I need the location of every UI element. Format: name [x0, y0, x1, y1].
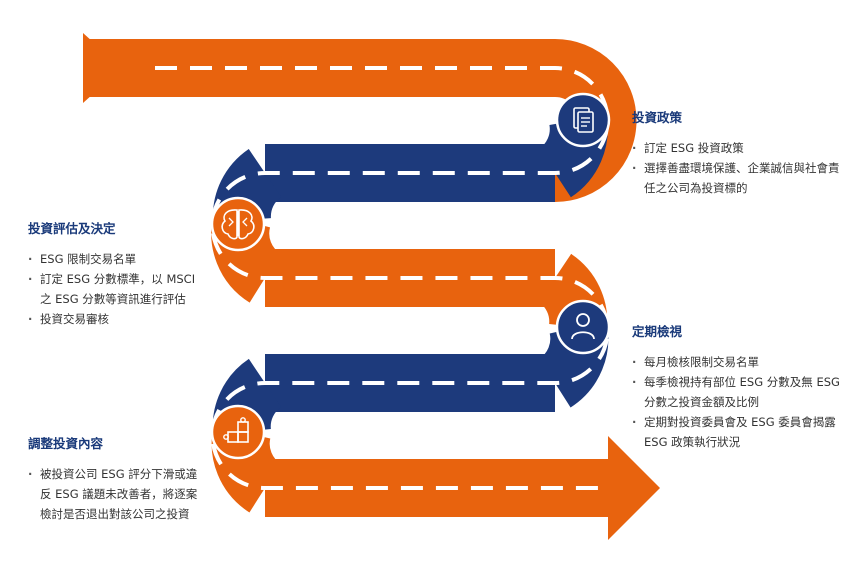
road-segment-4: [212, 320, 609, 435]
bullet-item: 每季檢視持有部位 ESG 分數及無 ESG 分數之投資金額及比例: [632, 372, 847, 412]
puzzle-icon: [210, 404, 266, 460]
section-title: 定期檢視: [632, 324, 683, 339]
bullet-list: 被投資公司 ESG 評分下滑或違反 ESG 議題未改善者，將逐案檢討是否退出對該…: [28, 464, 208, 524]
section-title: 投資政策: [632, 110, 683, 125]
bullet-list: 每月檢核限制交易名單 每季檢視持有部位 ESG 分數及無 ESG 分數之投資金額…: [632, 352, 847, 452]
start-arrow: [83, 33, 122, 103]
bullet-item: 選擇善盡環境保護、企業誠信與社會責任之公司為投資標的: [632, 158, 847, 198]
section-title: 調整投資內容: [28, 436, 104, 451]
bullet-item: 每月檢核限制交易名單: [632, 352, 847, 372]
bullet-list: ESG 限制交易名單 訂定 ESG 分數標準，以 MSCI 之 ESG 分數等資…: [28, 249, 208, 329]
section-investment-evaluation: 投資評估及決定 ESG 限制交易名單 訂定 ESG 分數標準，以 MSCI 之 …: [28, 218, 208, 329]
bullet-item: 被投資公司 ESG 評分下滑或違反 ESG 議題未改善者，將逐案檢討是否退出對該…: [28, 464, 208, 524]
bullet-item: ESG 限制交易名單: [28, 249, 208, 269]
bullet-item: 定期對投資委員會及 ESG 委員會揭露 ESG 政策執行狀況: [632, 412, 847, 452]
section-investment-policy: 投資政策 訂定 ESG 投資政策 選擇善盡環境保護、企業誠信與社會責任之公司為投…: [632, 107, 847, 198]
person-icon: [555, 299, 611, 355]
road-dashes: [155, 66, 610, 490]
arrow-head: [608, 436, 660, 540]
section-periodic-review: 定期檢視 每月檢核限制交易名單 每季檢視持有部位 ESG 分數及無 ESG 分數…: [632, 321, 847, 452]
bullet-list: 訂定 ESG 投資政策 選擇善盡環境保護、企業誠信與社會責任之公司為投資標的: [632, 138, 847, 198]
road-segment-3: [211, 212, 608, 330]
document-icon: [555, 92, 611, 148]
section-title: 投資評估及決定: [28, 221, 116, 236]
bullet-item: 訂定 ESG 分數標準，以 MSCI 之 ESG 分數等資訊進行評估: [28, 269, 208, 309]
bullet-item: 訂定 ESG 投資政策: [632, 138, 847, 158]
brain-icon: [210, 196, 266, 252]
section-adjust-investment: 調整投資內容 被投資公司 ESG 評分下滑或違反 ESG 議題未改善者，將逐案檢…: [28, 433, 208, 524]
bullet-item: 投資交易審核: [28, 309, 208, 329]
road-segment-2: [212, 115, 608, 222]
